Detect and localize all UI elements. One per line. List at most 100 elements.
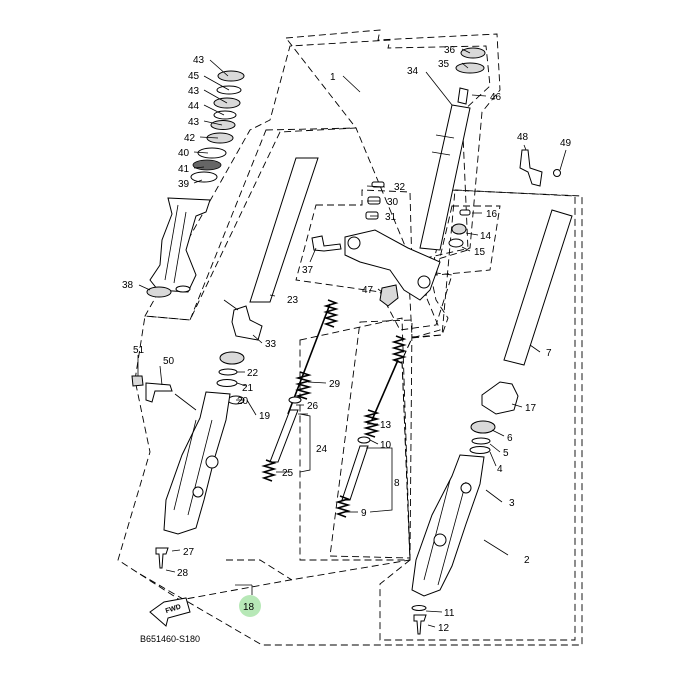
ring-nut-lower — [210, 120, 236, 130]
callout-13: 13 — [380, 420, 392, 431]
callout-22: 22 — [247, 368, 259, 379]
steering-stem — [311, 47, 561, 307]
callout-44: 44 — [188, 101, 200, 112]
lower-bearing — [146, 286, 172, 298]
callout-2: 2 — [524, 555, 530, 566]
callout-29: 29 — [329, 379, 341, 390]
callout-3: 3 — [509, 498, 515, 509]
bearing-cover — [206, 132, 234, 144]
callout-30: 30 — [387, 197, 399, 208]
callout-32: 32 — [394, 182, 406, 193]
fwd-arrow: FWD — [149, 597, 191, 627]
callout-33: 33 — [265, 339, 277, 350]
damper-rod-left — [269, 409, 299, 463]
callout-51: 51 — [133, 345, 145, 356]
rubber-washer — [213, 110, 237, 120]
callout-21: 21 — [242, 383, 254, 394]
callout-5: 5 — [503, 448, 509, 459]
callout-19: 19 — [259, 411, 271, 422]
callout-9: 9 — [361, 508, 367, 519]
outline-left-fork-inner — [226, 559, 293, 581]
outline-damper-left — [299, 317, 411, 561]
right-fork — [411, 209, 573, 635]
callout-28: 28 — [177, 568, 189, 579]
callout-41: 41 — [178, 164, 190, 175]
callout-39: 39 — [178, 179, 190, 190]
lock-nut-top — [217, 70, 245, 82]
dust-seal-17 — [481, 381, 519, 415]
leader-lines — [137, 48, 567, 628]
outline-cap-group — [435, 205, 501, 276]
callout-25: 25 — [282, 468, 294, 479]
callout-16: 16 — [486, 209, 498, 220]
callout-48: 48 — [517, 132, 529, 143]
outline-right-fork-group — [379, 189, 576, 641]
stem-tube — [419, 104, 471, 251]
damper-right — [335, 335, 407, 518]
callout-45: 45 — [188, 71, 200, 82]
callout-14: 14 — [480, 231, 492, 242]
outline-stem-bracket — [295, 189, 453, 331]
stem-cap — [460, 47, 486, 59]
callout-40: 40 — [178, 148, 190, 159]
outline-damper-right — [329, 319, 413, 559]
callout-12: 12 — [438, 623, 450, 634]
callout-42: 42 — [184, 133, 196, 144]
callout-18: 18 — [243, 602, 255, 613]
callout-49: 49 — [560, 138, 572, 149]
bearing-race-lower — [190, 171, 218, 183]
callout-47: 47 — [362, 285, 374, 296]
rebound-spring-right — [362, 409, 381, 438]
ball-bearing — [192, 159, 222, 171]
callout-36: 36 — [444, 45, 456, 56]
damper-left — [261, 299, 339, 482]
callout-11: 11 — [444, 608, 455, 619]
callout-27: 27 — [183, 547, 195, 558]
callout-35: 35 — [438, 59, 450, 70]
bolt-37 — [311, 235, 342, 252]
outline-left-fork-group — [117, 127, 441, 601]
callout-23: 23 — [287, 295, 299, 306]
stem-nut — [455, 62, 485, 74]
callout-43-bottom: 43 — [188, 117, 200, 128]
callout-50: 50 — [163, 356, 175, 367]
callout-8: 8 — [394, 478, 400, 489]
left-fork — [131, 157, 319, 569]
outer-tube-right — [411, 454, 485, 597]
damper-rod-right — [341, 445, 369, 501]
handle-crown — [344, 229, 441, 301]
callout-7: 7 — [546, 348, 552, 359]
callout-34: 34 — [407, 66, 419, 77]
outer-tube-left — [163, 391, 231, 535]
callout-18-highlight — [239, 595, 261, 617]
callout-24: 24 — [316, 444, 328, 455]
bearing-race-upper — [197, 147, 227, 159]
inner-tube-left — [249, 157, 319, 303]
drain-bolt-right — [413, 614, 427, 635]
callout-31: 31 — [385, 212, 397, 223]
rebound-spring-left — [294, 371, 313, 400]
callout-1: 1 — [330, 72, 336, 83]
callout-37: 37 — [302, 265, 314, 276]
cable-guide — [379, 284, 399, 307]
callout-6: 6 — [507, 433, 513, 444]
callout-43-mid: 43 — [188, 86, 200, 97]
callout-15: 15 — [474, 247, 486, 258]
fork-spring-right — [391, 335, 407, 364]
callout-46: 46 — [490, 92, 502, 103]
callout-labels: 1 2 3 4 5 6 7 8 9 10 11 12 13 14 15 16 1… — [122, 45, 572, 634]
callout-10: 10 — [380, 440, 392, 451]
callout-26: 26 — [307, 401, 319, 412]
damper-spring-left — [261, 459, 277, 482]
dust-seal-33 — [231, 305, 263, 341]
callout-38: 38 — [122, 280, 134, 291]
callout-17: 17 — [525, 403, 537, 414]
damper-spring-right — [335, 495, 351, 518]
sensor-bracket — [519, 149, 543, 187]
callout-4: 4 — [497, 464, 503, 475]
brake-hose-bracket — [145, 382, 173, 403]
drawing-code: B651460-S180 — [140, 634, 200, 644]
callout-43-top: 43 — [193, 55, 205, 66]
inner-tube-right — [503, 209, 573, 366]
